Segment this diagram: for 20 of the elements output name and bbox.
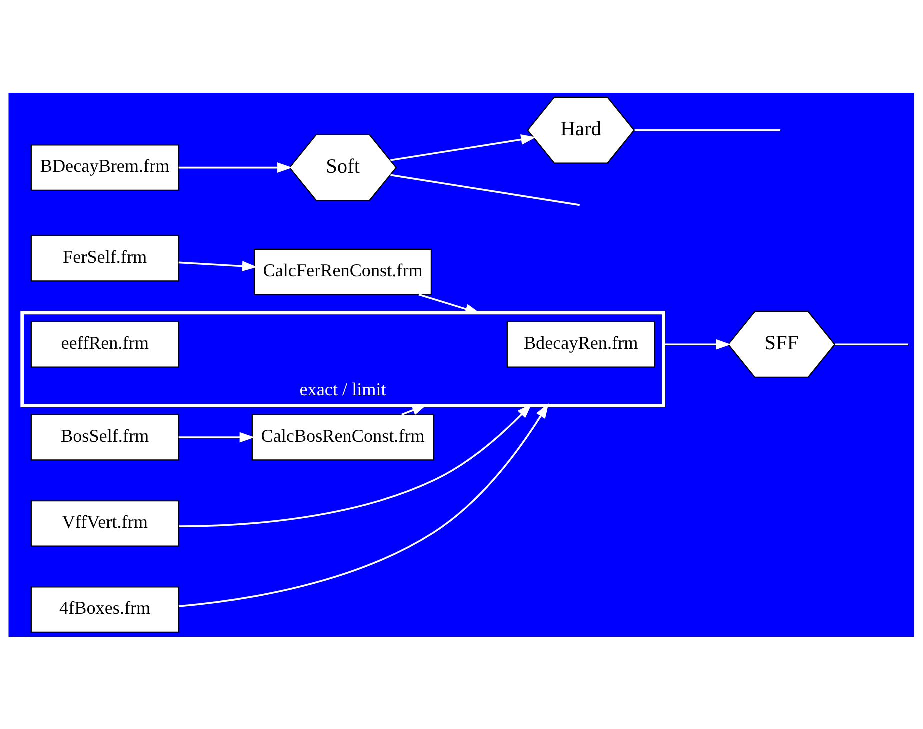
node-box: FerSelf.frm: [30, 234, 180, 282]
arrow: [390, 134, 536, 161]
node-box: CalcBosRenConst.frm: [252, 414, 434, 460]
arrow: [178, 162, 292, 173]
node-box: BDecayBrem.frm: [30, 144, 180, 191]
node-box: CalcFerRenConst.frm: [254, 248, 432, 295]
node-box: BosSelf.frm: [30, 414, 180, 460]
node-box: BdecayRen.frm: [506, 320, 656, 368]
connector: [835, 343, 908, 345]
arrow: [179, 403, 532, 527]
arrow: [418, 293, 480, 314]
arrow: [664, 338, 732, 350]
arrow: [178, 402, 549, 607]
connector: [390, 174, 580, 206]
node-box: 4fBoxes.frm: [30, 586, 180, 633]
arrow: [178, 260, 258, 272]
node-box: eeffRen.frm: [30, 320, 180, 368]
node-box: VffVert.frm: [30, 500, 180, 546]
arrow: [178, 432, 255, 442]
connector: [634, 129, 780, 131]
